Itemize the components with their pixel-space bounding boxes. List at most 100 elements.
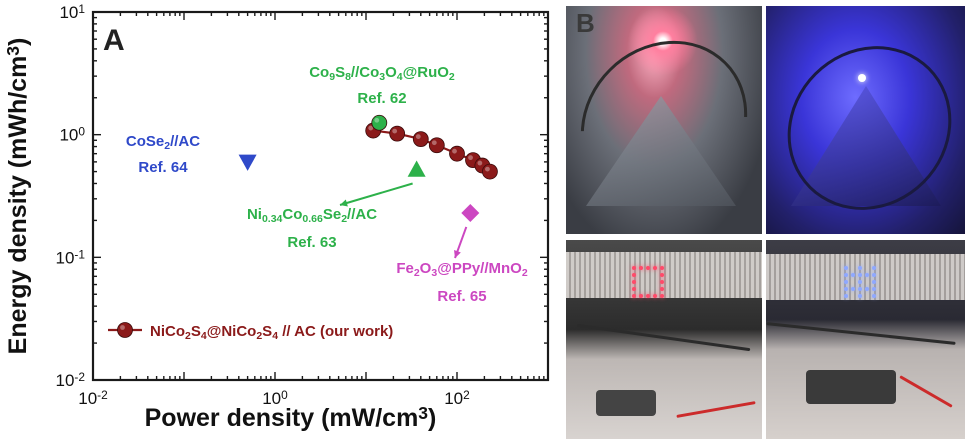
text-run: Fe (396, 260, 414, 277)
text-run: @NiCo (207, 323, 257, 340)
subscript: 2 (164, 140, 170, 152)
text-run: @PPy//MnO (437, 260, 522, 277)
subscript: 4 (397, 71, 403, 83)
superscript: -2 (74, 370, 85, 384)
text-run: //AC (347, 206, 377, 223)
led-dot (660, 273, 664, 277)
breadboard (566, 252, 762, 298)
blue-led-array (844, 266, 876, 298)
led-dot (639, 287, 643, 291)
black-cable (766, 322, 956, 345)
led-dot (646, 266, 650, 270)
led-dot (858, 287, 862, 291)
led-dot (646, 273, 650, 277)
x-tick-label: 100 (262, 388, 288, 408)
x-tick-label: 10-2 (78, 388, 108, 408)
data-point-series-4 (461, 203, 480, 222)
y-tick-label: 100 (59, 125, 85, 145)
led-dot (872, 273, 876, 277)
text-run: Energy density (mWh/cm (4, 56, 32, 355)
superscript: 3 (3, 46, 23, 56)
text-run: S (191, 323, 201, 340)
led-dot (858, 266, 862, 270)
led-dot (653, 294, 657, 298)
text-run: O (420, 260, 432, 277)
annotation-cose2-ref: Ref. 64 (138, 159, 188, 176)
subscript: 2 (185, 330, 191, 342)
legend-marker-highlight (120, 325, 125, 330)
device-clip (596, 390, 656, 416)
photo-breadboard-red-led-array (566, 240, 762, 439)
text-run: ) (428, 404, 436, 432)
annotation-cose2-label: CoSe2//AC (126, 133, 200, 152)
data-point-series-0-highlight (431, 140, 437, 146)
legend-label: NiCo2S4@NiCo2S4 // AC (our work) (150, 323, 393, 342)
annotation-fe2o3-label: Fe2O3@PPy//MnO2 (396, 260, 528, 279)
superscript: 1 (78, 2, 85, 16)
led-dot (844, 280, 848, 284)
led-dot (851, 266, 855, 270)
data-point-series-3 (407, 160, 426, 177)
led-dot (865, 294, 869, 298)
data-point-series-0-highlight (392, 128, 398, 134)
text-run: 10 (262, 389, 281, 408)
subscript: 9 (329, 71, 335, 83)
subscript: 2 (256, 330, 262, 342)
subscript: 3 (379, 71, 385, 83)
y-tick-label: 101 (59, 2, 85, 22)
x-axis-title: Power density (mW/cm3) (145, 403, 437, 432)
text-run: 10 (78, 389, 97, 408)
superscript: 2 (463, 388, 470, 402)
led-dot (865, 280, 869, 284)
led-dot (872, 266, 876, 270)
led-dot (851, 273, 855, 277)
text-run: Co (309, 64, 329, 81)
led-dot (872, 294, 876, 298)
led-dot (653, 273, 657, 277)
text-run: CoSe (126, 133, 164, 150)
text-run: 10 (59, 3, 78, 22)
text-run: @RuO (403, 64, 450, 81)
annotation-arrow-nicose (339, 182, 413, 206)
text-run: Se (323, 206, 341, 223)
data-point-series-0 (428, 137, 445, 154)
annotation-arrow-fe2o3-head (454, 250, 461, 258)
subscript: 0.34 (262, 213, 283, 225)
text-run: NiCo (150, 323, 185, 340)
annotation-nicose-ref: Ref. 63 (287, 234, 336, 251)
text-run: Co (282, 206, 302, 223)
superscript: 0 (281, 388, 288, 402)
led-dot (865, 266, 869, 270)
led-dot (858, 294, 862, 298)
led-dot (660, 266, 664, 270)
subscript: 2 (414, 267, 420, 279)
red-cable (676, 401, 756, 418)
superscript: -2 (97, 388, 108, 402)
annotation-nicose-label: Ni0.34Co0.66Se2//AC (247, 206, 377, 225)
text-run: //AC (170, 133, 200, 150)
led-dot (632, 273, 636, 277)
subscript: 3 (431, 267, 437, 279)
photo-breadboard-blue-led-array (766, 240, 965, 439)
led-dot (660, 294, 664, 298)
red-led-glow (628, 6, 698, 76)
text-run: O (385, 64, 397, 81)
led-dot (646, 294, 650, 298)
superscript: -1 (74, 248, 85, 262)
data-point-series-0-highlight (485, 166, 490, 172)
data-point-series-0 (449, 145, 465, 162)
led-dot (646, 280, 650, 284)
text-run: S (335, 64, 345, 81)
led-dot (851, 294, 855, 298)
x-tick-label: 102 (444, 388, 470, 408)
breadboard (766, 254, 965, 300)
subscript: 0.66 (302, 213, 323, 225)
data-point-series-0-highlight (415, 134, 421, 140)
led-dot (844, 273, 848, 277)
led-dot (844, 266, 848, 270)
legend-marker (117, 322, 133, 338)
data-point-series-1-highlight (374, 117, 380, 123)
data-point-series-2 (238, 154, 257, 171)
led-dot (653, 266, 657, 270)
annotation-co9s8-label: Co9S8//Co3O4@RuO2 (309, 64, 455, 83)
